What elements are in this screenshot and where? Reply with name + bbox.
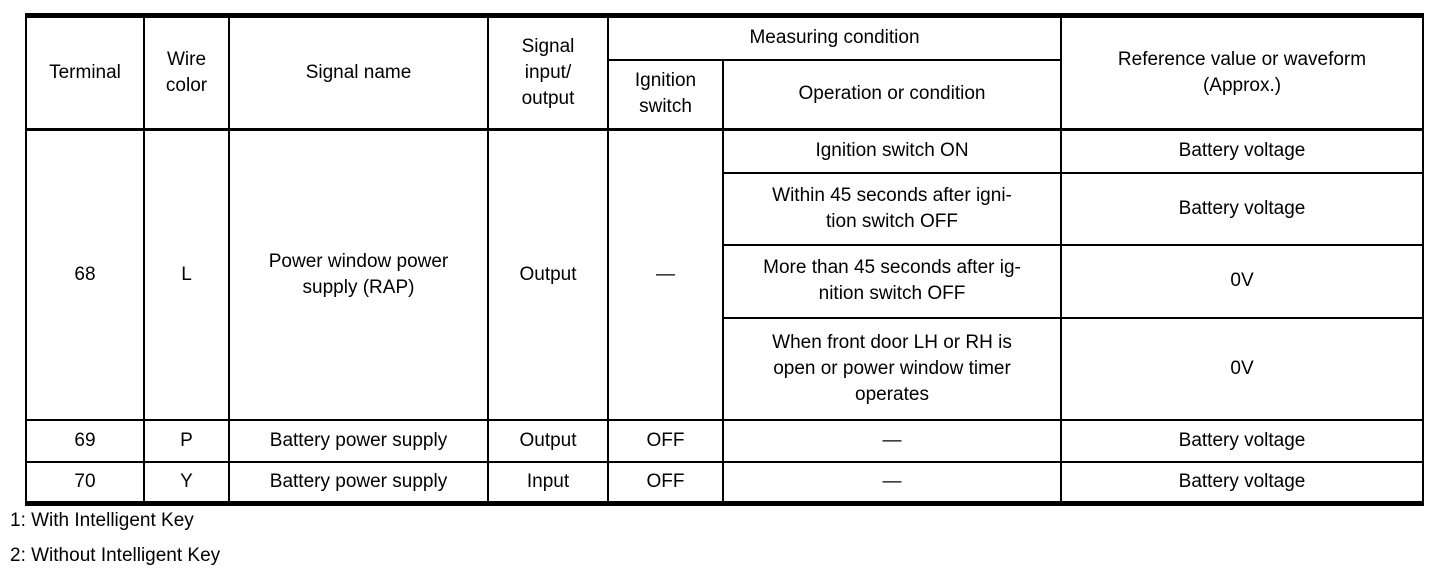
cell-68-operation-4: When front door LH or RH is open or powe… — [721, 316, 1063, 421]
cell-69-wire-color: P — [143, 418, 230, 463]
header-row-2: Ignition switch Operation or condition — [26, 58, 1423, 131]
cell-68-ignition-switch: — — [607, 128, 724, 421]
cell-70-signal-name: Battery power supply — [228, 460, 489, 506]
footnote-2: 2: Without Intelligent Key — [10, 545, 221, 566]
cell-68-signal-io: Output — [487, 128, 609, 421]
cell-70-wire-color: Y — [143, 460, 230, 506]
cell-69-signal-io: Output — [487, 418, 609, 463]
table-row-68-condition-2: Within 45 seconds after igni- tion switc… — [26, 171, 1425, 246]
cell-70-operation: — — [721, 460, 1063, 506]
cell-68-reference-4: 0V — [1060, 316, 1425, 421]
cell-68-reference-3: 0V — [1060, 243, 1425, 319]
col-header-wire-color: Wire color — [143, 13, 230, 131]
footnote-1: 1: With Intelligent Key — [10, 510, 194, 531]
col-header-ignition-switch: Ignition switch — [607, 58, 724, 131]
cell-68-reference-1: Battery voltage — [1060, 128, 1425, 174]
col-header-reference: Reference value or waveform (Approx.) — [1060, 13, 1425, 131]
col-header-signal-name: Signal name — [228, 13, 489, 131]
cell-68-operation-2: Within 45 seconds after igni- tion switc… — [721, 171, 1063, 246]
table-row-70: 70 Y Battery power supply Input OFF — Ba… — [25, 460, 1425, 506]
cell-69-ignition-switch: OFF — [607, 418, 724, 463]
cell-69-signal-name: Battery power supply — [228, 418, 489, 463]
cell-68-reference-2: Battery voltage — [1060, 171, 1425, 246]
col-header-signal-io: Signal input/ output — [487, 13, 609, 131]
cell-70-terminal: 70 — [25, 460, 145, 506]
cell-70-ignition-switch: OFF — [607, 460, 724, 506]
table-row-68-condition-4: When front door LH or RH is open or powe… — [26, 316, 1425, 421]
table-row-69: 69 P Battery power supply Output OFF — B… — [25, 418, 1425, 463]
cell-69-terminal: 69 — [25, 418, 145, 463]
header-row-1: Terminal Wire color Signal name Signal i… — [25, 13, 1425, 131]
signal-reference-table: Terminal Wire color Signal name Signal i… — [25, 13, 1425, 506]
col-header-terminal: Terminal — [25, 13, 145, 131]
table-row-68-condition-3: More than 45 seconds after ig- nition sw… — [26, 243, 1425, 319]
cell-69-operation: — — [721, 418, 1063, 463]
cell-70-signal-io: Input — [487, 460, 609, 506]
cell-68-operation-3: More than 45 seconds after ig- nition sw… — [721, 243, 1063, 319]
col-header-measuring-condition: Measuring condition — [606, 13, 1063, 61]
cell-70-reference: Battery voltage — [1060, 460, 1425, 506]
table-row-68-condition-1: 68 L Power window power supply (RAP) Out… — [25, 128, 1425, 421]
col-header-operation: Operation or condition — [721, 58, 1063, 131]
cell-68-signal-name: Power window power supply (RAP) — [228, 128, 489, 421]
cell-68-terminal: 68 — [25, 128, 145, 421]
cell-69-reference: Battery voltage — [1060, 418, 1425, 463]
footnotes: 1: With Intelligent Key 2: Without Intel… — [10, 503, 220, 573]
cell-68-operation-1: Ignition switch ON — [721, 128, 1063, 174]
cell-68-wire-color: L — [143, 128, 230, 421]
